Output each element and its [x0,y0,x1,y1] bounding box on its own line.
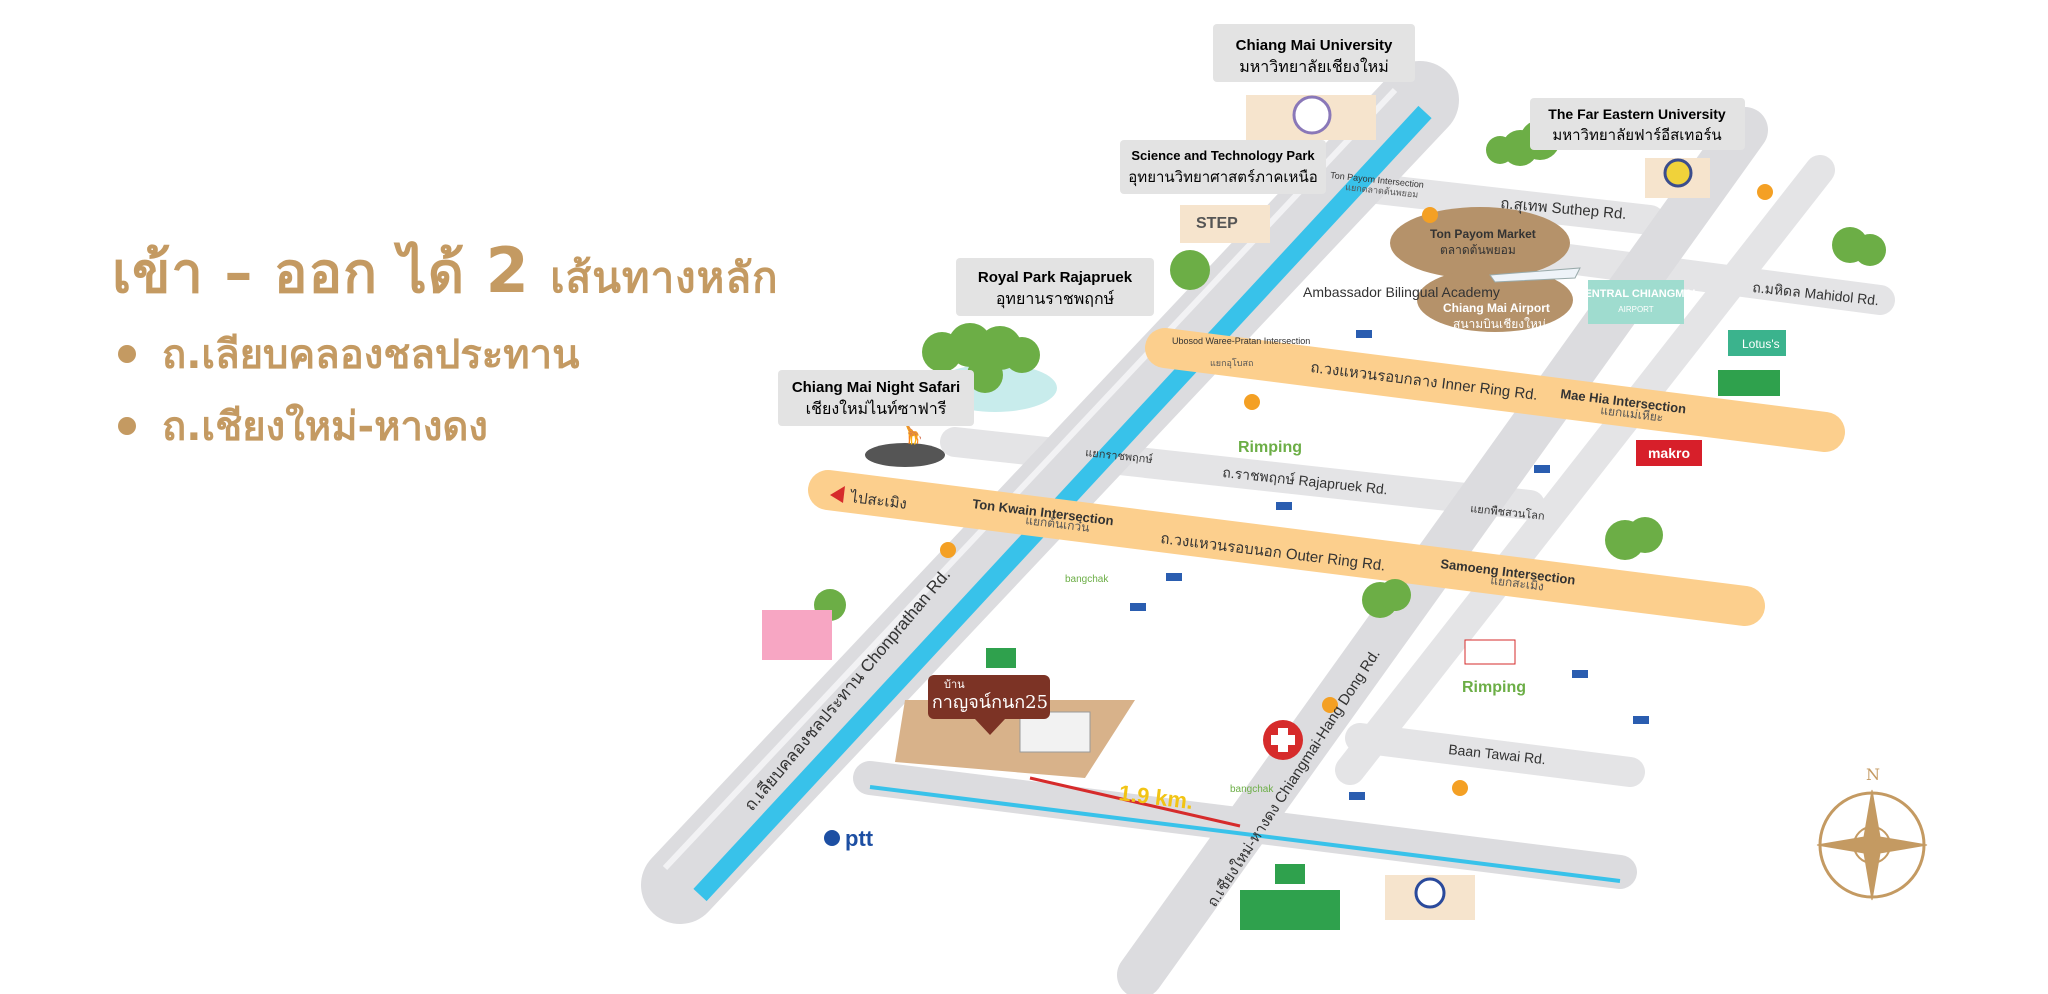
route-label: ถ.เชียงใหม่-หางดง [162,404,488,450]
baan-tawai-road [1345,723,1645,787]
headline-part2: เส้นทางหลัก [550,253,779,302]
callout-cmu: Chiang Mai University มหาวิทยาลัยเชียงให… [1213,24,1415,82]
water-park-icon [762,610,832,660]
royal-park-name-th: อุทยานราชพฤกษ์ [996,289,1115,309]
seven-eleven-icon [986,648,1016,668]
arrow-left-icon [830,486,845,503]
project-access-road [853,761,1637,889]
safari-platform [865,443,945,467]
safari-name-th: เชียงใหม่ไนท์ซาฟารี [806,399,947,418]
far-eastern-road [1335,155,1835,785]
callout-stp: Science and Technology Park อุทยานวิทยาศ… [1120,140,1326,194]
ptt-logo-icon [824,830,840,846]
feu-name-en: The Far Eastern University [1548,106,1726,122]
supercenter-icon [1240,890,1340,930]
inner-ring-road [1145,328,1845,452]
feu-name-th: มหาวิทยาลัยฟาร์อีสเทอร์น [1552,127,1721,144]
royal-park-trees-icon [922,323,1040,393]
route-item-2: ถ.เชียงใหม่-หางดง [118,394,488,458]
market-area [1390,207,1570,279]
project-sign-name: กาญจน์กนก25 [932,692,1048,713]
route-label: ถ.เลียบคลองชลประทาน [162,332,580,378]
callout-feu: The Far Eastern University มหาวิทยาลัยฟา… [1530,98,1745,150]
callout-night-safari: Chiang Mai Night Safari เชียงใหม่ไนท์ซาฟ… [778,370,974,426]
cmu-name-en: Chiang Mai University [1236,37,1393,54]
rimping-label-1: Rimping [1238,439,1302,456]
airplane-icon [1489,267,1581,283]
ubosod-int-en: Ubosod Waree-Pratan Intersection [1172,336,1310,346]
poi-marker [940,184,1773,796]
outer-ring-road [808,470,1765,626]
compass-icon [1816,789,1928,901]
makro-store: makro [1636,440,1702,466]
cmu-name-th: มหาวิทยาลัยเชียงใหม่ [1239,57,1389,76]
route-item-1: ถ.เลียบคลองชลประทาน [118,322,579,386]
stp-logo-icon: STEP [1196,215,1238,232]
stp-building [1180,205,1270,243]
mahidol-road [1485,235,1895,315]
central-name: CENTRAL CHIANGMAI [1577,288,1696,300]
ambassador-label: Ambassador Bilingual Academy [1303,284,1500,300]
supermarket-icon [1464,639,1516,665]
market-name-th: ตลาดต้นพยอม [1440,243,1516,257]
airport-name-en: Chiang Mai Airport [1443,301,1550,315]
bangchak-label-2: bangchak [1230,784,1274,795]
tree-icon [814,120,1886,621]
school-marker-icon [1130,330,1649,800]
rimping-label-2: Rimping [1462,679,1526,696]
project-sign: บ้าน กาญจน์กนก25 [928,675,1050,735]
lotus-label: Lotus's [1742,337,1780,351]
makro-label: makro [1648,445,1690,461]
stp-name-th: อุทยานวิทยาศาสตร์ภาคเหนือ [1128,169,1317,187]
ptt-label: ptt [845,826,874,851]
school-logo-icon [1414,877,1446,909]
headline-number: 2 [485,234,530,307]
lotus-store: Lotus's [1728,330,1786,356]
headline: เข้า – ออก ได้ 2 เส้นทางหลัก [112,228,779,317]
project-sign-small: บ้าน [944,679,965,691]
central-sub: AIRPORT [1618,305,1654,314]
cmu-logo-icon [1292,95,1332,135]
samoeng-int-th: แยกสะเมิง [1490,573,1545,593]
airport-name-th: สนามบินเชียงใหม่ [1453,317,1546,331]
market-name-en: Ton Payom Market [1430,227,1536,241]
airport-area [1417,268,1573,332]
bullet-dot [118,345,136,363]
bullet-dot [118,417,136,435]
feu-logo-icon [1663,158,1693,188]
big-c-store-icon [1718,370,1780,396]
compass-north-label: N [1866,765,1880,784]
safari-name-en: Chiang Mai Night Safari [792,379,960,396]
seven-eleven-icon [1275,864,1305,884]
stp-name-en: Science and Technology Park [1131,148,1315,163]
bangchak-label-1: bangchak [1065,574,1109,585]
royal-park-name-en: Royal Park Rajapruek [978,269,1133,286]
callout-royal-park: Royal Park Rajapruek อุทยานราชพฤกษ์ [956,258,1154,316]
central-chiangmai-building: CENTRAL CHIANGMAI AIRPORT [1577,280,1696,324]
headline-part1: เข้า – ออก ได้ [112,241,466,306]
ubosod-int-th: แยกอุโบสถ [1210,358,1253,369]
